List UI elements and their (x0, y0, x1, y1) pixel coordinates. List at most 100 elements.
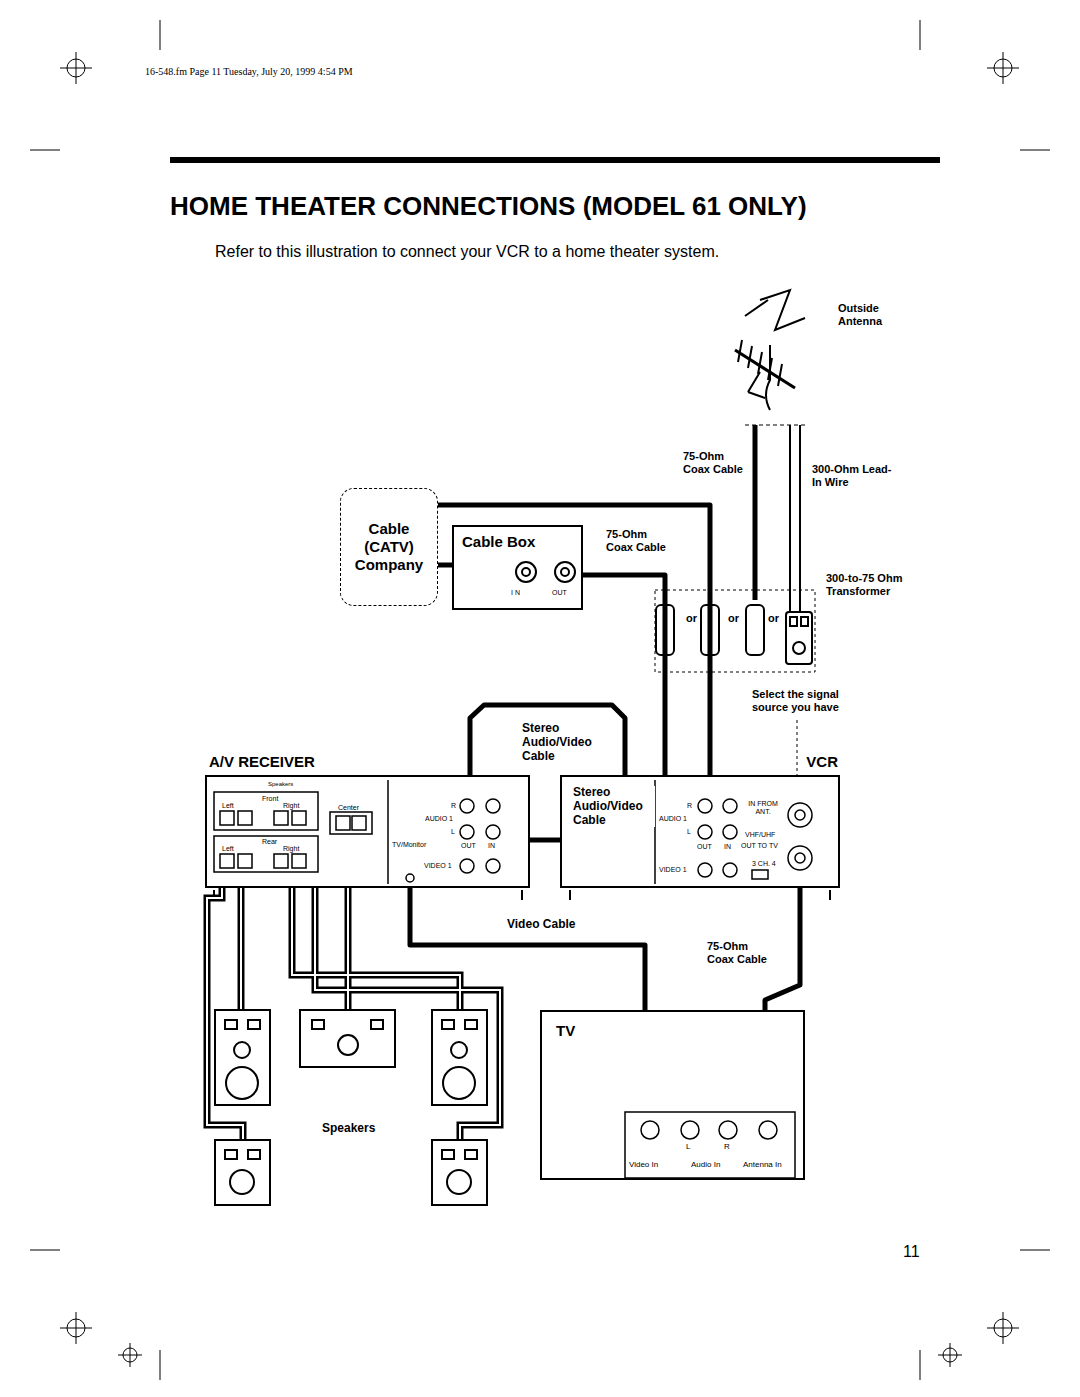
callout-label: Speakers (322, 1122, 375, 1136)
registration-mark (60, 52, 92, 84)
terminal-label: Rear (262, 838, 277, 846)
registration-mark (30, 20, 1050, 1380)
receiver-panel (292, 811, 306, 825)
speaker-symbol (215, 1140, 270, 1205)
vcr-panel (795, 853, 805, 863)
terminal-label: Video In (629, 1160, 658, 1169)
registration-mark (60, 1312, 92, 1344)
speaker-symbol (432, 1010, 487, 1105)
speaker-symbol (442, 1020, 454, 1029)
vcr-panel (698, 863, 712, 877)
terminal-label: R (724, 1142, 730, 1151)
tv-jack-panel (719, 1121, 737, 1139)
node-label: Cable (CATV) Company (345, 520, 433, 574)
receiver-panel (352, 816, 366, 830)
callout-label: Outside Antenna (838, 302, 898, 327)
jack (522, 568, 530, 576)
caption: Refer to this illustration to connect yo… (215, 243, 719, 261)
speaker-symbol (225, 1150, 237, 1159)
speaker-symbol (451, 1042, 467, 1058)
vcr-panel (788, 803, 812, 827)
antenna-symbol (745, 290, 805, 330)
node-label: A/V RECEIVER (209, 753, 315, 771)
receiver-panel (336, 816, 350, 830)
receiver-panel (214, 780, 522, 900)
callout-label: or (686, 612, 697, 625)
registration-mark (30, 20, 1050, 1380)
transformer-symbol (790, 617, 797, 626)
cable-connector (530, 838, 560, 843)
vcr-panel (570, 890, 830, 900)
vcr-panel (698, 799, 712, 813)
terminal-label: VIDEO 1 (424, 862, 452, 870)
receiver-panel (330, 812, 372, 834)
speaker-symbol (442, 1150, 454, 1159)
callout-label: 300-to-75 Ohm Transformer (826, 572, 916, 597)
tv-jack-panel (759, 1121, 777, 1139)
speaker-wire (207, 888, 500, 1140)
terminal-label: OUT (697, 843, 712, 851)
vcr-panel (723, 825, 737, 839)
terminal-label: L (686, 1142, 690, 1151)
node-label: TV (556, 1022, 575, 1040)
receiver-panel (274, 811, 288, 825)
speaker-symbol (215, 1010, 487, 1205)
registration-mark (118, 1343, 142, 1367)
receiver-panel (220, 811, 234, 825)
cable-label: 75-Ohm Coax Cable (705, 940, 775, 965)
speaker-symbol (248, 1150, 260, 1159)
registration-mark (938, 1343, 962, 1367)
callout-label: 300-Ohm Lead-In Wire (812, 463, 892, 488)
callout-label: or (768, 612, 779, 625)
antenna-symbol (748, 372, 765, 398)
terminal-label: TV/Monitor (392, 841, 426, 849)
terminal-label: Right (283, 845, 299, 853)
terminal-label: Center (338, 804, 359, 812)
vcr-panel (788, 846, 812, 870)
receiver-panel (238, 811, 252, 825)
signal-select-box (655, 590, 815, 672)
cable-connector (438, 505, 710, 775)
terminal-label: VIDEO 1 (659, 866, 687, 874)
callout-label: 11 (903, 1243, 920, 1261)
antenna-cable (790, 425, 800, 612)
speaker-symbol (230, 1170, 254, 1194)
receiver-panel (220, 854, 234, 868)
vcr-panel (723, 799, 737, 813)
speaker-symbol (465, 1020, 477, 1029)
terminal-label: Left (222, 802, 234, 810)
cable-label: Stereo Audio/Video Cable (520, 722, 609, 763)
terminal-label: OUT TO TV (741, 842, 778, 850)
signal-select-box (797, 720, 798, 775)
receiver-box: A/V RECEIVER (205, 775, 530, 888)
receiver-panel (238, 854, 252, 868)
transformer-symbol (801, 617, 808, 626)
speaker-symbol (234, 1042, 250, 1058)
terminal-label: R (451, 802, 456, 810)
speaker-symbol (215, 1010, 270, 1105)
terminal-label: 3 CH. 4 (752, 860, 776, 868)
cable-connector (438, 563, 452, 568)
receiver-panel (460, 859, 474, 873)
vcr-panel (570, 780, 830, 900)
terminal-label: L (687, 828, 691, 836)
speaker-wire (292, 888, 460, 1010)
terminal-label: OUT (552, 589, 567, 597)
cable-label: Video Cable (505, 918, 577, 932)
cable-box: Cable Box (452, 525, 583, 610)
vcr-panel (723, 863, 737, 877)
antenna-symbol (735, 350, 795, 388)
terminal-label: I N (511, 589, 520, 597)
speaker-symbol (443, 1067, 475, 1099)
receiver-panel (486, 825, 500, 839)
tv-jack-panel (625, 1112, 795, 1178)
transformer-symbol (786, 612, 812, 664)
jack (555, 562, 575, 582)
speaker-wire (240, 888, 242, 1010)
terminal-label: VHF/UHF (745, 831, 775, 839)
terminal-label: OUT (461, 842, 476, 850)
company-box: Cable (CATV) Company (340, 488, 438, 606)
tv-jack-panel (641, 1121, 659, 1139)
receiver-panel (214, 890, 522, 900)
